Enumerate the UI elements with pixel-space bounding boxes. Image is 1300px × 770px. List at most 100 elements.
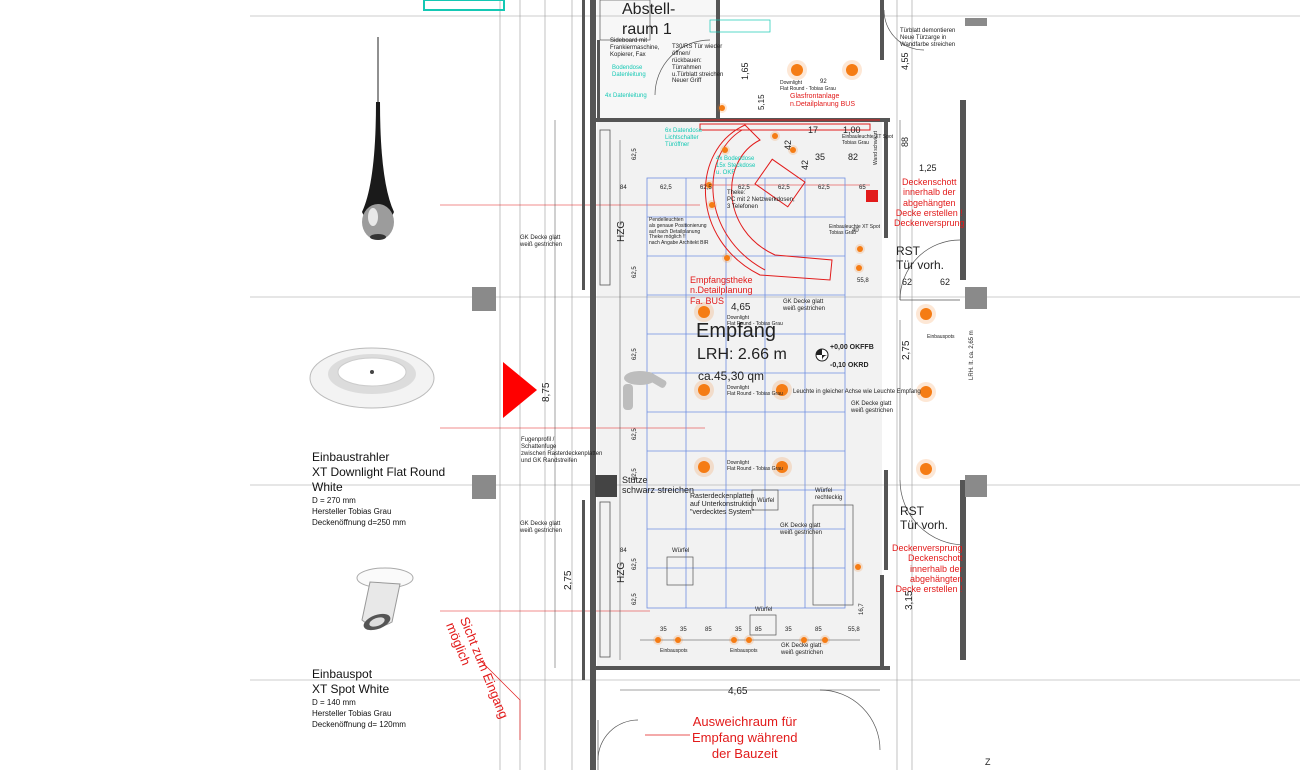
note-pendel: Pendelleuchten als genaue Positionierung… [649,217,709,246]
note-downlight-1: Downlight Flat Round - Tobias Grau [727,385,783,397]
ceiling-grid [646,177,846,609]
level-rd: -0,10 OKRD [830,362,869,369]
note-xt-spot: Einbauleuchte XT Spot Tobias Grau [829,224,881,236]
dim-275-right: 2,75 [901,340,912,360]
downlight-fixture-icon [920,463,932,475]
dim-825: 82 [848,152,859,162]
note-tuerblatt: Türblatt demontieren Neue Türzarge in Wa… [900,28,956,48]
exit-sign [866,190,878,202]
spot-fixture-icon [772,133,778,139]
note-glasfront: Glasfrontanlage n.Detailplanung BUS [790,93,855,109]
spot-fixture-icon [731,637,737,643]
dim-125: 1,25 [919,163,937,173]
note-wuerfel-3: Würfel [757,498,775,504]
downlight-fixture-icon [776,461,788,473]
spot-fixture-icon [719,105,725,111]
note-datendose-4: 4x Datenleitung [605,93,647,99]
hzg-label-bottom: HZG [616,561,627,583]
product-spot-text: Einbauspot XT Spot White D = 140 mm Hers… [312,667,406,730]
bottom-dimension-value: 35 [735,627,742,633]
dim-84b: 84 [620,548,627,554]
dim-65: 65 [859,185,866,191]
doors [597,9,966,770]
reception-room-area: ca.45,30 qm [698,369,765,383]
note-spot-3: Einbauspots [927,334,955,340]
spot-fixture-icon [801,637,807,643]
side-dimension-value: 62,5 [632,593,638,605]
bottom-dimension-value: 85 [705,627,712,633]
note-gk-left-bottom: GK Decke glatt weiß gestrichen [520,521,563,534]
dim-40: 40 [852,228,859,234]
dim-62b: 62 [940,277,951,287]
level-ffb: +0,00 OKFFB [830,344,874,351]
rst-room-bottom: RST Tür vorh. [900,504,949,532]
downlight-image [300,320,444,442]
dim-465-top: 4,65 [731,302,751,313]
spot-fixture-icon [746,637,752,643]
dim-z: Z [985,757,991,767]
note-fugen: Fugenprofil / Schattenfuge zwischen Rast… [521,437,603,464]
product-spot-spec: D = 140 mm Hersteller Tobias Grau Decken… [312,698,406,729]
note-gk-bottom: GK Decke glatt weiß gestrichen [781,643,824,656]
dim-455: 4,55 [900,52,910,70]
note-gk-left-top: GK Decke glatt weiß gestrichen [520,235,563,248]
dim-92: 92 [820,79,827,85]
dim-165: 1,65 [740,62,750,80]
bottom-dimension-value: 85 [755,627,762,633]
downlight-fixture-icon [791,64,803,76]
columns [472,18,987,499]
note-sideboard: Sideboard mit Frankiermaschine, Kopierer… [610,38,660,58]
hzg-label-top: HZG [616,220,627,242]
dim-17: 17 [808,125,819,135]
spot-fixture-icon [856,265,862,271]
spot-fixture-icon [855,564,861,570]
note-theke-pc: Theke: PC mit 2 Netzwerkdosen, 3 Telefon… [727,190,795,210]
person-icon [623,371,667,410]
spot-fixture-icon [675,637,681,643]
side-dimension-value: 62,5 [632,348,638,360]
note-xt-spot-top: Einbauleuchte XT Spot Tobias Grau [842,134,894,146]
dim-625-1: 62,5 [660,185,672,191]
side-dimension-value: 62,5 [632,558,638,570]
spot-fixture-icon [706,182,712,188]
bottom-dimension-value: 85 [815,627,822,633]
spot-fixture-icon [655,637,661,643]
dim-515: 5,15 [757,94,766,110]
note-wuerfel-2: Würfel rechteckig [815,488,843,501]
product-downlight-text: Einbaustrahler XT Downlight Flat Round W… [312,450,445,528]
spot-fixture-icon [722,147,728,153]
dim-875: 8,75 [541,382,552,402]
note-t30: T30/RS Tür wieder öffnen/ rückbauen: Tür… [672,44,724,85]
note-datendose-2: 4x Bodendose 15x Steckdose u. OKF [716,156,756,176]
note-stuetze: Stütze schwarz streichen [622,475,695,496]
downlight-fixture-icon [846,64,858,76]
dim-100: 1,00 [843,125,861,135]
reception-room-height: LRH: 2.66 m [697,346,787,363]
spot-image [340,560,430,650]
side-dimension-value: 62,5 [632,266,638,278]
dim-84a: 84 [620,185,627,191]
note-wuerfel-1: Würfel [672,548,690,554]
dim-lrh-side: LRH. lt. ca. 2,65 m [969,330,975,380]
note-schott-top: Deckenschott innerhalb der abgehängten D… [894,177,965,229]
reception-room-name: Empfang [696,320,777,342]
note-gk-center-top: GK Decke glatt weiß gestrichen [783,299,826,312]
product-spot-name: Einbauspot XT Spot White [312,667,390,696]
note-datendose-3: Bodendose Datenleitung [612,65,646,78]
side-dimension-value: 62,5 [632,148,638,160]
storage-room-label: Abstell- raum 1 [622,1,676,38]
product-downlight-spec: D = 270 mm Hersteller Tobias Grau Decken… [312,496,406,527]
downlight-fixture-icon [698,306,710,318]
reception-floor [597,120,882,668]
side-dimension-value: 62,5 [632,468,638,480]
note-spot-1: Einbauspots [660,648,688,654]
downlight-fixture-icon [920,386,932,398]
bottom-dimension-value: 55,8 [848,627,860,633]
rst-room-top: RST Tür vorh. [896,244,945,272]
dim-625-5: 62,5 [818,185,830,191]
pendant-lamp-image [310,32,446,252]
spot-fixture-icon [857,246,863,252]
spot-fixture-icon [709,202,715,208]
spot-fixture-icon [822,637,828,643]
